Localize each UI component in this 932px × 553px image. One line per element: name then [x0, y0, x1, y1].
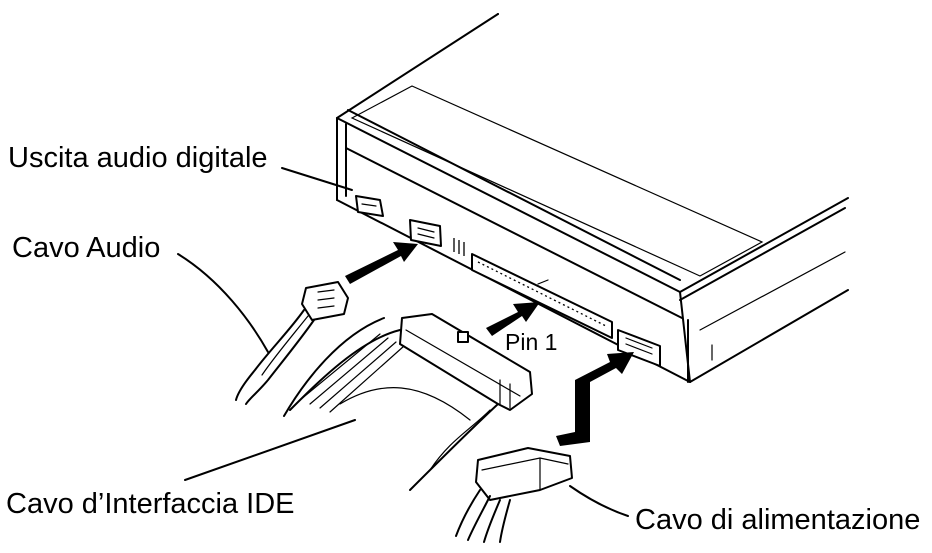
- audio-arrow: [345, 242, 418, 284]
- leader-ide-cable: [184, 419, 356, 481]
- label-ide-cable: Cavo d’Interfaccia IDE: [6, 488, 295, 520]
- ide-cable-plug: [399, 313, 533, 411]
- ide-ribbon-cable: [283, 313, 533, 491]
- label-power-cable: Cavo di alimentazione: [635, 504, 921, 536]
- label-digital-audio-out: Uscita audio digitale: [8, 142, 268, 174]
- ide-connector: [471, 253, 613, 339]
- label-audio-cable: Cavo Audio: [12, 232, 161, 264]
- digital-audio-out-connector: [355, 195, 384, 217]
- drive-right-top-edge: [679, 197, 849, 293]
- leader-digital-audio: [281, 167, 353, 191]
- label-pin-1: Pin 1: [505, 329, 558, 355]
- drive-top-panel: [350, 85, 764, 277]
- drive-front-top-edge: [336, 117, 681, 293]
- power-cable: [455, 447, 573, 543]
- power-arrow: [556, 352, 634, 446]
- drive-right-bottom-edge: [689, 289, 849, 383]
- power-cable-plug: [475, 447, 573, 501]
- jumper-pins: [453, 238, 465, 256]
- leader-power-cable: [569, 485, 629, 517]
- leader-lines: [177, 167, 629, 517]
- audio-connector: [409, 219, 442, 247]
- ide-arrow: [486, 302, 540, 336]
- audio-cable-plug: [301, 281, 349, 321]
- leader-audio-cable: [177, 253, 269, 353]
- connection-arrows: [345, 242, 634, 446]
- audio-cable: [235, 281, 349, 405]
- optical-drive: [336, 13, 849, 383]
- drive-top-left-edge: [336, 13, 499, 119]
